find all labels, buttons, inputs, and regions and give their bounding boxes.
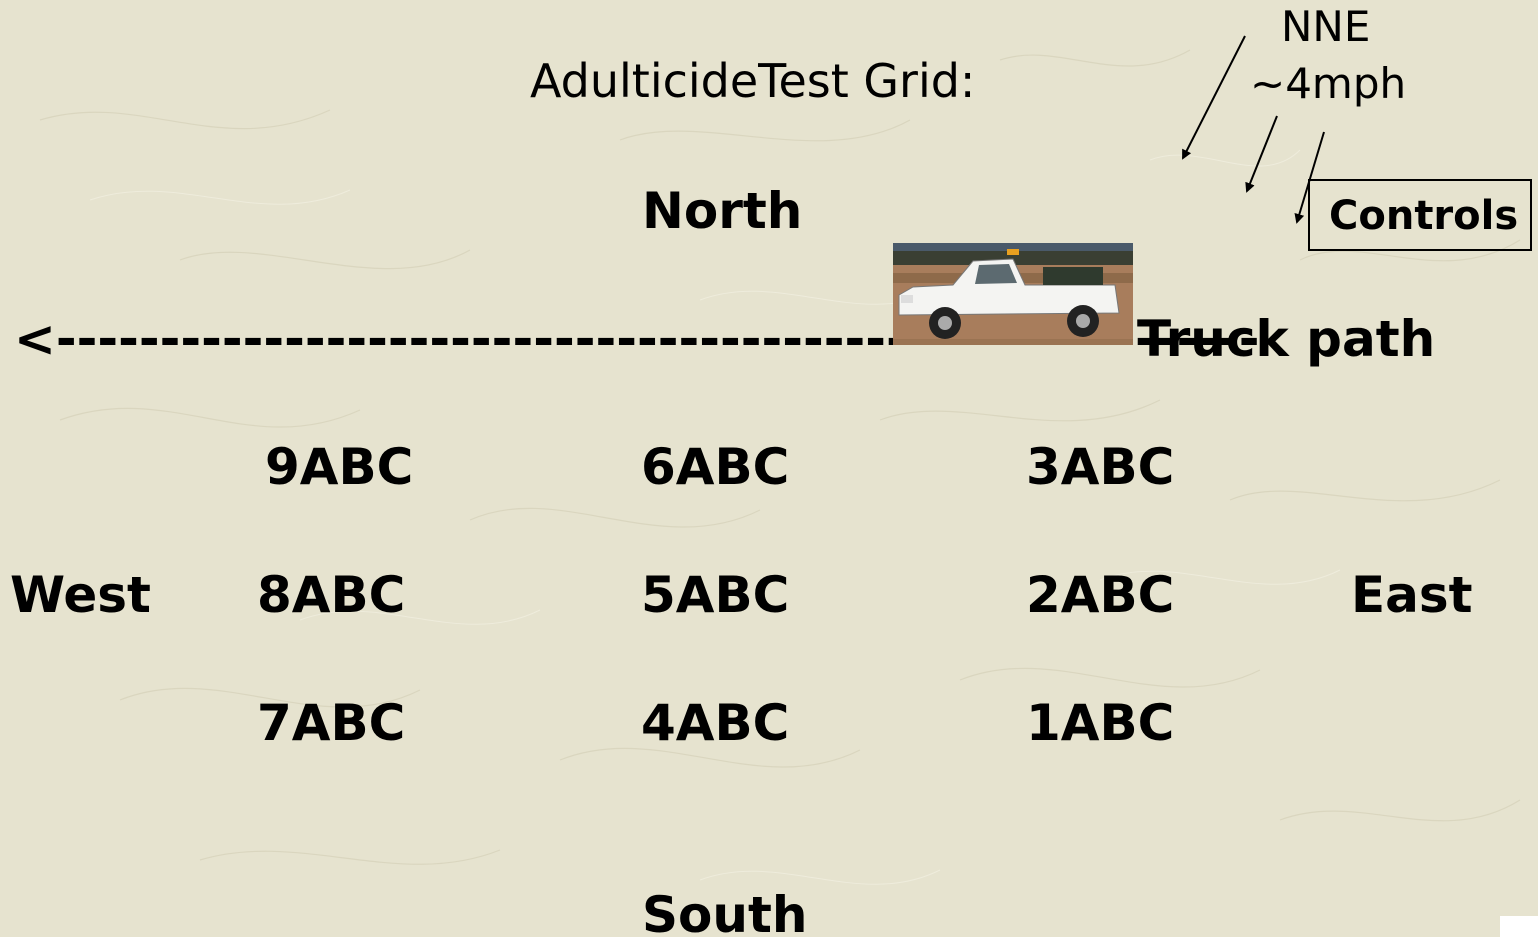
plot-label: 4ABC: [641, 694, 790, 752]
controls-box: Controls: [1308, 179, 1532, 251]
plot-label: 7ABC: [257, 694, 406, 752]
compass-west: West: [10, 566, 151, 624]
plot-label: 5ABC: [641, 566, 790, 624]
plot-label: 6ABC: [641, 438, 790, 496]
compass-south: South: [642, 886, 808, 937]
pickup-truck-icon: [893, 243, 1133, 345]
plot-label: 1ABC: [1026, 694, 1175, 752]
controls-label: Controls: [1329, 193, 1519, 239]
corner-patch: [1500, 916, 1538, 937]
plot-label: 3ABC: [1026, 438, 1175, 496]
wind-speed-label: ~4mph: [1250, 59, 1407, 108]
plot-label: 9ABC: [265, 438, 414, 496]
plot-label: 2ABC: [1026, 566, 1175, 624]
truck-path-label: Truck path: [1137, 310, 1436, 368]
compass-north: North: [642, 182, 803, 240]
page-title: AdulticideTest Grid:: [530, 54, 976, 108]
wind-arrows: [1182, 35, 1325, 224]
wind-arrow-2: [1245, 115, 1278, 193]
wind-direction-label: NNE: [1281, 2, 1371, 51]
truck-photo: [893, 243, 1133, 345]
wind-arrow-1: [1182, 35, 1246, 160]
compass-east: East: [1351, 566, 1473, 624]
wind-arrow-3: [1294, 131, 1325, 224]
plot-label: 8ABC: [257, 566, 406, 624]
